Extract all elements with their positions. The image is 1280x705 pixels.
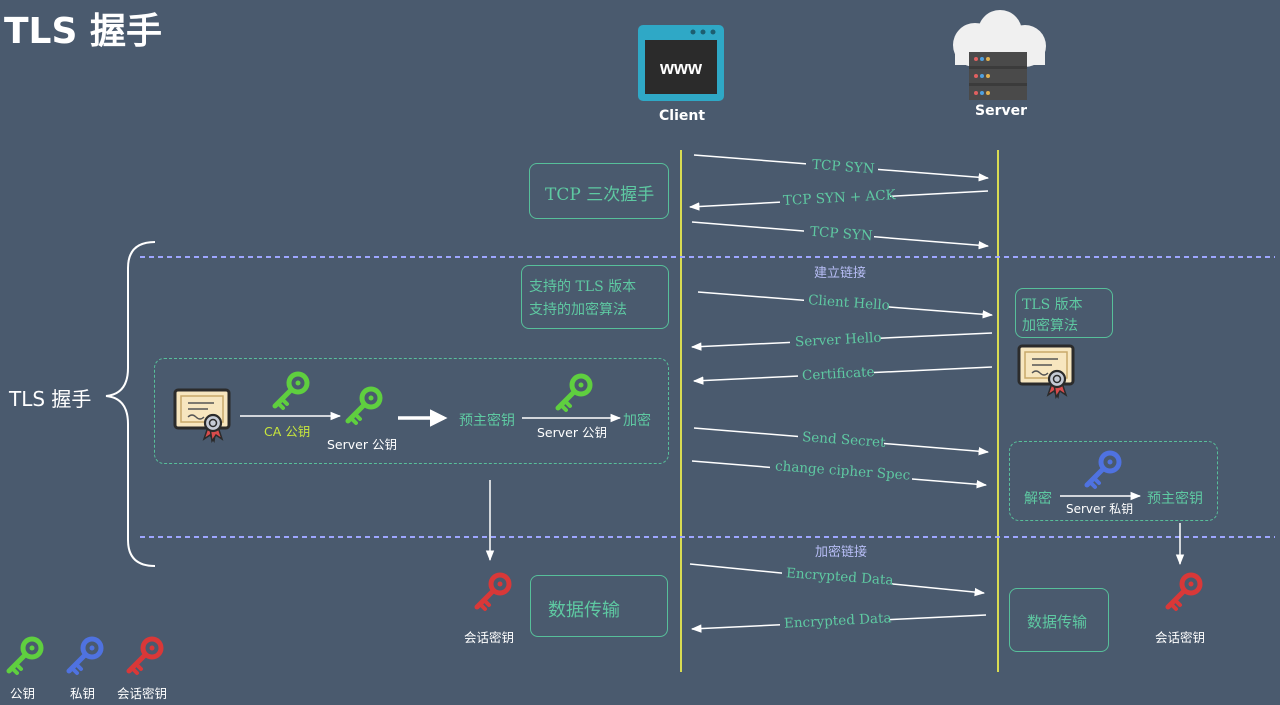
client-support-box: 支持的 TLS 版本 支持的加密算法 bbox=[521, 265, 669, 329]
session-key-client-label: 会话密钥 bbox=[464, 630, 515, 645]
server-premaster-label: 预主密钥 bbox=[1147, 491, 1203, 507]
server-label: Server bbox=[975, 103, 1028, 119]
tcp-handshake-box: TCP 三次握手 bbox=[529, 163, 669, 219]
premaster-key-label: 预主密钥 bbox=[459, 413, 515, 429]
brace-label: TLS 握手 bbox=[9, 387, 92, 411]
session-key-client-icon bbox=[477, 575, 509, 609]
legend-session-label: 会话密钥 bbox=[117, 686, 168, 701]
handshake-brace bbox=[105, 241, 156, 567]
legend-public-key-icon bbox=[9, 639, 41, 673]
session-key-server-icon bbox=[1168, 575, 1200, 609]
server-public-key-label-2: Server 公钥 bbox=[537, 425, 607, 440]
server-public-key-label: Server 公钥 bbox=[327, 437, 397, 452]
phase-encrypt-label: 加密链接 bbox=[815, 545, 868, 560]
client-support-line-2: 支持的加密算法 bbox=[529, 302, 627, 318]
client-icon-text: www bbox=[659, 58, 703, 78]
client-label: Client bbox=[659, 108, 706, 124]
client-support-line-1: 支持的 TLS 版本 bbox=[529, 279, 637, 295]
server-cloud-icon bbox=[953, 10, 1046, 100]
phase-connect-label: 建立链接 bbox=[814, 266, 867, 281]
legend-public-label: 公钥 bbox=[10, 686, 36, 701]
data-transfer-client-text: 数据传输 bbox=[548, 600, 620, 621]
legend-private-key-icon bbox=[69, 639, 101, 673]
page-title: TLS 握手 bbox=[4, 11, 162, 52]
server-choice-line-1: TLS 版本 bbox=[1022, 297, 1083, 313]
encrypt-label: 加密 bbox=[623, 413, 651, 429]
server-certificate-icon bbox=[1017, 344, 1075, 399]
server-choice-line-2: 加密算法 bbox=[1022, 318, 1078, 334]
client-key-process-box bbox=[154, 358, 669, 464]
tcp-handshake-text: TCP 三次握手 bbox=[545, 185, 655, 205]
legend-private-label: 私钥 bbox=[70, 686, 96, 701]
decrypt-label: 解密 bbox=[1024, 491, 1052, 507]
server-private-key-label: Server 私钥 bbox=[1066, 502, 1134, 516]
data-transfer-server-text: 数据传输 bbox=[1027, 613, 1088, 631]
data-transfer-server-box: 数据传输 bbox=[1009, 588, 1109, 652]
ca-public-key-label: CA 公钥 bbox=[264, 424, 311, 439]
legend-session-key-icon bbox=[129, 639, 161, 673]
data-transfer-client-box: 数据传输 bbox=[530, 575, 668, 637]
client-browser-icon: www bbox=[638, 25, 724, 101]
session-key-server-label: 会话密钥 bbox=[1155, 630, 1206, 645]
server-choice-box: TLS 版本 加密算法 bbox=[1015, 288, 1113, 338]
server-key-process-box bbox=[1009, 441, 1218, 521]
